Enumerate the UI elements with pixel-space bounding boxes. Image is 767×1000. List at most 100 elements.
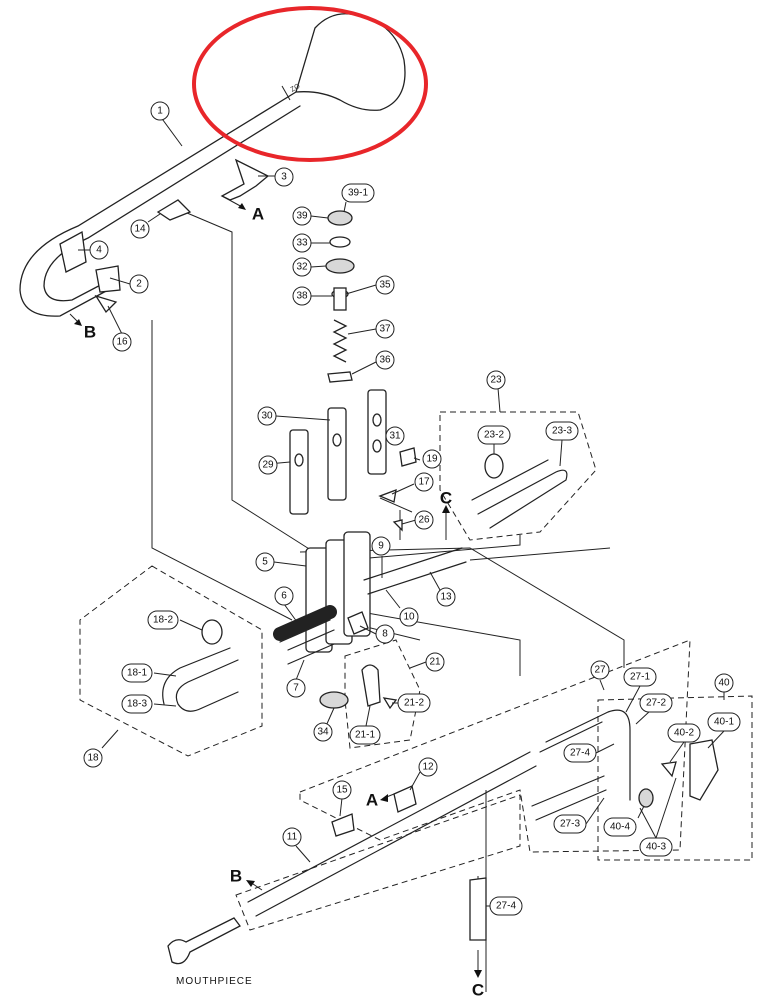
callout-5-text: 5: [262, 557, 268, 568]
callout-18-3-text: 18-3: [127, 699, 147, 710]
part-31-piston: [367, 389, 387, 475]
part-40-2-screw: [660, 761, 677, 778]
part-callouts: 1 2 3 4 5 6 7 8 9 10 11 12 13 14 15 16 1: [78, 101, 741, 916]
part-2-receiver: [95, 265, 121, 293]
valve-casing: [273, 531, 467, 709]
callout-23: [486, 370, 506, 390]
callout-26-text: 26: [418, 515, 430, 526]
callout-15-text: 15: [336, 785, 348, 796]
callout-9-text: 9: [378, 541, 384, 552]
callout-6: [274, 586, 294, 606]
callout-4: [89, 240, 109, 260]
callout-5: [255, 552, 275, 572]
callout-38: [292, 286, 312, 306]
callout-40-4-text: 40-4: [610, 822, 630, 833]
callout-14-text: 14: [134, 224, 146, 235]
callout-32-text: 32: [296, 262, 308, 273]
callout-21-text: 21: [429, 657, 441, 668]
callout-10-text: 10: [403, 612, 415, 623]
callout-13: [436, 587, 456, 607]
callout-27-3-text: 27-3: [560, 819, 580, 830]
pistons: [289, 389, 387, 515]
callout-18-2-text: 18-2: [153, 615, 173, 626]
part-19-cap: [399, 447, 417, 467]
callout-40-text: 40: [718, 678, 730, 689]
group-18-slide: [162, 619, 239, 712]
callout-17: [414, 472, 434, 492]
callout-27-4-bottom-text: 27-4: [496, 901, 516, 912]
part-30-piston: [327, 407, 347, 501]
part-15-brace: [331, 813, 355, 837]
callout-23-3: [545, 421, 579, 441]
callout-11-text: 11: [287, 832, 298, 843]
callout-7-text: 7: [293, 683, 299, 694]
inner-slide: [247, 751, 537, 941]
part-29-piston: [289, 429, 309, 515]
callout-36-text: 36: [379, 355, 391, 366]
callout-27: [590, 660, 610, 680]
part-37-spring: [332, 319, 348, 363]
callout-27-4-bottom: [489, 896, 523, 916]
callout-40-3-text: 40-3: [646, 842, 666, 853]
small-parts-center: [378, 447, 417, 532]
callout-18-3: [121, 694, 153, 714]
dashed-group-boxes: [79, 411, 753, 931]
callout-6-text: 6: [281, 591, 287, 602]
callout-14: [130, 219, 150, 239]
part-26-screw: [392, 519, 403, 532]
callout-2-text: 2: [136, 279, 142, 290]
connector-b-top: B: [84, 323, 96, 342]
part-36-guide: [327, 371, 353, 383]
callout-40: [714, 673, 734, 693]
part-40-1-brace: [689, 739, 719, 801]
main-slide: [531, 709, 719, 821]
group-11-box: [235, 794, 521, 931]
callout-16: [112, 332, 132, 352]
part-21-2-screw: [382, 697, 398, 710]
mouthpiece: [167, 917, 241, 965]
callout-27-1: [623, 667, 657, 687]
callout-31: [385, 426, 405, 446]
callout-13-text: 13: [440, 592, 452, 603]
callout-37-text: 37: [379, 324, 391, 335]
callout-21-1: [349, 725, 381, 745]
callout-33-text: 33: [296, 238, 308, 249]
callout-27-2: [639, 693, 673, 713]
connector-c-top: C: [440, 489, 452, 508]
callout-16-text: 16: [116, 337, 128, 348]
callout-1: [150, 101, 170, 121]
callout-12: [418, 757, 438, 777]
callout-18: [83, 748, 103, 768]
part-23-2-ring: [484, 453, 504, 479]
callout-8: [375, 624, 395, 644]
callout-11: [282, 827, 302, 847]
callout-7: [286, 678, 306, 698]
callout-12-text: 12: [422, 762, 434, 773]
callout-27-3: [553, 814, 587, 834]
callout-10: [399, 607, 419, 627]
part-40-4-knob: [638, 788, 654, 808]
callout-37: [375, 319, 395, 339]
callout-18-1: [121, 663, 153, 683]
callout-21-2-text: 21-2: [404, 698, 424, 709]
callout-27-4-top: [563, 743, 597, 763]
group-27-box: [299, 639, 691, 853]
callout-30: [257, 406, 277, 426]
callout-19-text: 19: [426, 454, 438, 465]
connector-c-bottom: C: [472, 981, 484, 1000]
callout-27-2-text: 27-2: [646, 698, 666, 709]
part-12-brace: [393, 785, 417, 813]
mouthpiece-label: MOUTHPIECE: [176, 976, 253, 987]
callout-30-text: 30: [261, 411, 273, 422]
part-35-stem: [333, 287, 347, 311]
callout-4-text: 4: [96, 245, 102, 256]
callout-38-text: 38: [296, 291, 308, 302]
callout-15: [332, 780, 352, 800]
callout-21-2: [397, 693, 431, 713]
part-3-brace: [220, 158, 270, 201]
callout-17-text: 17: [418, 477, 430, 488]
part-34-cap: [319, 691, 349, 709]
callout-39-1: [341, 183, 375, 203]
connector-a-bottom: A: [366, 791, 378, 810]
highlight-circle: [192, 6, 428, 162]
